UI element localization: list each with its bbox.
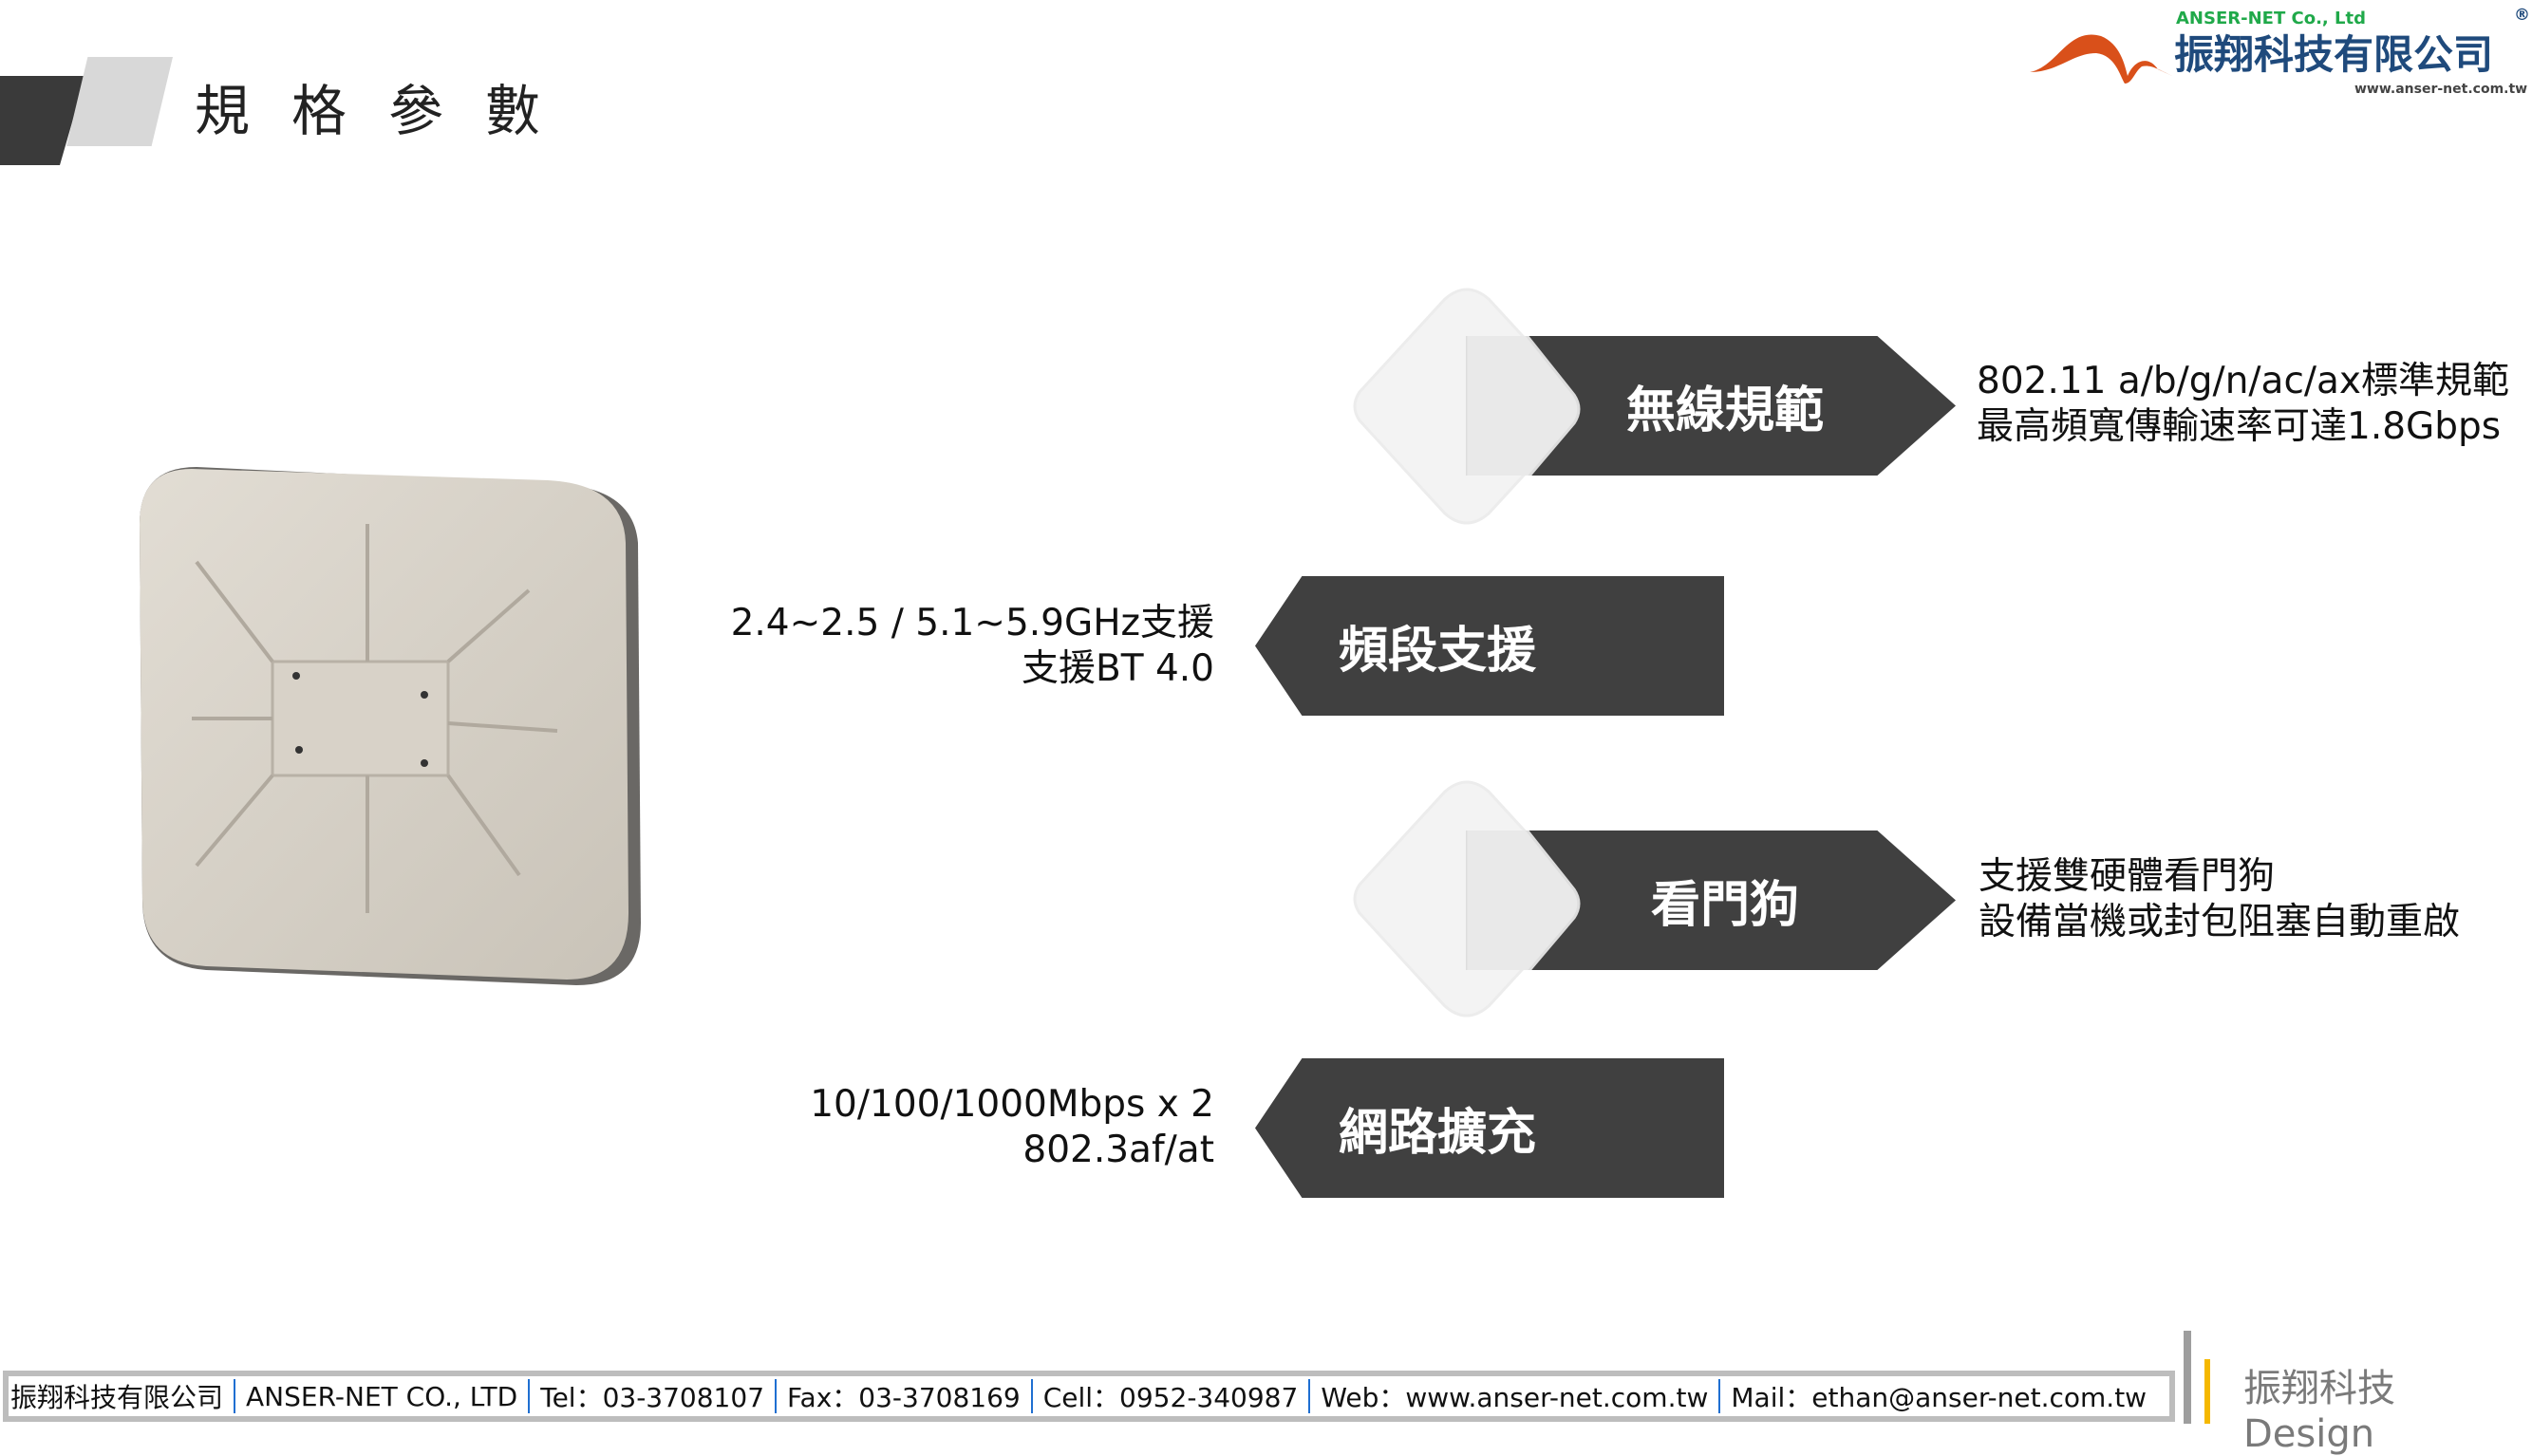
diamond-overlay [1466, 336, 1584, 476]
spec-network-arrow: 網路擴充 [1255, 1058, 1724, 1198]
spec-band-arrow: 頻段支援 [1255, 576, 1724, 716]
desc-line: 支援BT 4.0 [1022, 647, 1214, 690]
footer-fax: Fax：03-3708169 [787, 1382, 1021, 1413]
product-image [140, 467, 643, 989]
desc-line: 802.3af/at [1022, 1129, 1214, 1171]
desc-line: 最高頻寬傳輸速率可達1.8Gbps [1977, 405, 2502, 448]
spec-label: 網路擴充 [1339, 1105, 1537, 1162]
spec-label: 頻段支援 [1339, 623, 1537, 680]
spec-wireless-desc: 802.11 a/b/g/n/ac/ax標準規範最高頻寬傳輸速率可達1.8Gbp… [1977, 359, 2509, 450]
footer-web[interactable]: Web：www.anser-net.com.tw [1321, 1382, 1709, 1413]
title-decoration-gray [66, 57, 173, 146]
desc-line: 2.4~2.5 / 5.1~5.9GHz支援 [730, 602, 1214, 644]
footer-company: 振翔科技有限公司 [10, 1382, 224, 1413]
desc-line: 802.11 a/b/g/n/ac/ax標準規範 [1977, 360, 2510, 402]
logo-company-zh: 振翔科技有限公司 [2174, 31, 2494, 78]
footer-mail[interactable]: Mail：ethan@anser-net.com.tw [1731, 1382, 2148, 1413]
spec-label: 無線規範 [1625, 383, 1824, 439]
footer-tel: Tel：03-3708107 [540, 1382, 765, 1413]
divider [2184, 1331, 2191, 1424]
spec-band-desc: 2.4~2.5 / 5.1~5.9GHz支援支援BT 4.0 [731, 601, 1214, 692]
spec-label: 看門狗 [1650, 877, 1799, 934]
footer-design-label: 振翔科技 Design [2243, 1367, 2395, 1456]
logo-bird-icon [2030, 17, 2172, 87]
spec-watchdog-desc: 支援雙硬體看門狗設備當機或封包阻塞自動重啟 [1979, 854, 2460, 945]
divider-accent [2204, 1359, 2210, 1424]
logo-url: www.anser-net.com.tw [2354, 82, 2528, 97]
desc-line: 設備當機或封包阻塞自動重啟 [1979, 901, 2461, 943]
footer-contact-bar: 振翔科技有限公司 ANSER-NET CO., LTD Tel：03-37081… [3, 1371, 2175, 1422]
desc-line: 支援雙硬體看門狗 [1979, 855, 2276, 898]
desc-line: 10/100/1000Mbps x 2 [810, 1083, 1214, 1126]
registered-mark: ® [2514, 6, 2530, 25]
footer-company-en: ANSER-NET CO., LTD [246, 1380, 518, 1412]
logo-company-en: ANSER-NET Co., Ltd [2176, 9, 2366, 28]
footer-cell: Cell：0952-340987 [1042, 1382, 1299, 1413]
diamond-overlay [1466, 831, 1584, 970]
page-title: 規格參數 [195, 79, 583, 143]
